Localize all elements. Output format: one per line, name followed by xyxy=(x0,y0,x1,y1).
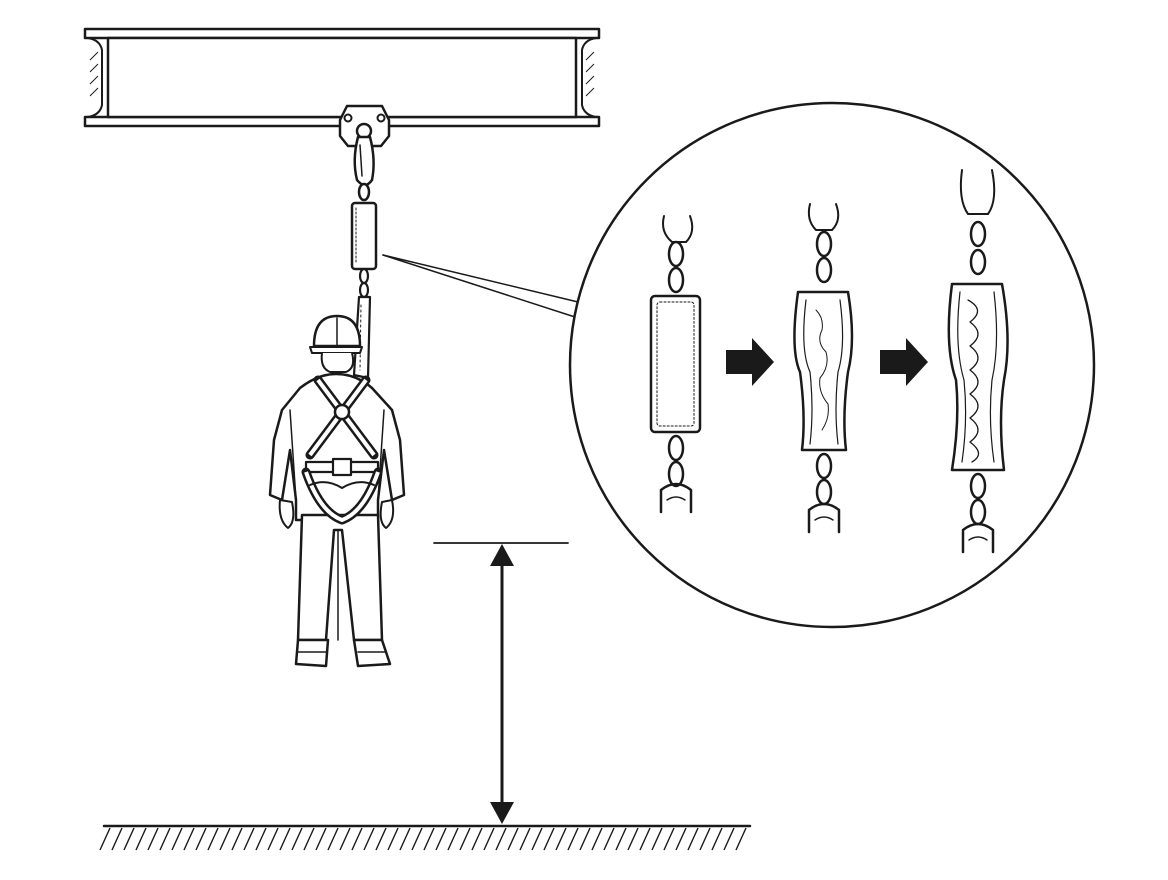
progression-arrow-icon xyxy=(880,338,928,386)
shock-absorber-stage-deployed xyxy=(947,169,1009,554)
carabiner-icon xyxy=(353,135,375,202)
detail-callout-leader xyxy=(382,254,579,319)
worker-icon xyxy=(268,314,406,668)
safety-harness-icon xyxy=(301,375,383,525)
anchor-plate-icon xyxy=(338,104,391,148)
shock-absorber-icon xyxy=(350,201,378,299)
steel-beam-icon xyxy=(83,27,601,128)
ground-hatch-icon xyxy=(99,824,752,851)
shock-absorber-stage-intact xyxy=(649,215,702,514)
progression-arrow-icon xyxy=(726,338,774,386)
clearance-distance-arrow-icon xyxy=(433,542,569,824)
shock-absorber-stage-deploying xyxy=(793,203,854,534)
